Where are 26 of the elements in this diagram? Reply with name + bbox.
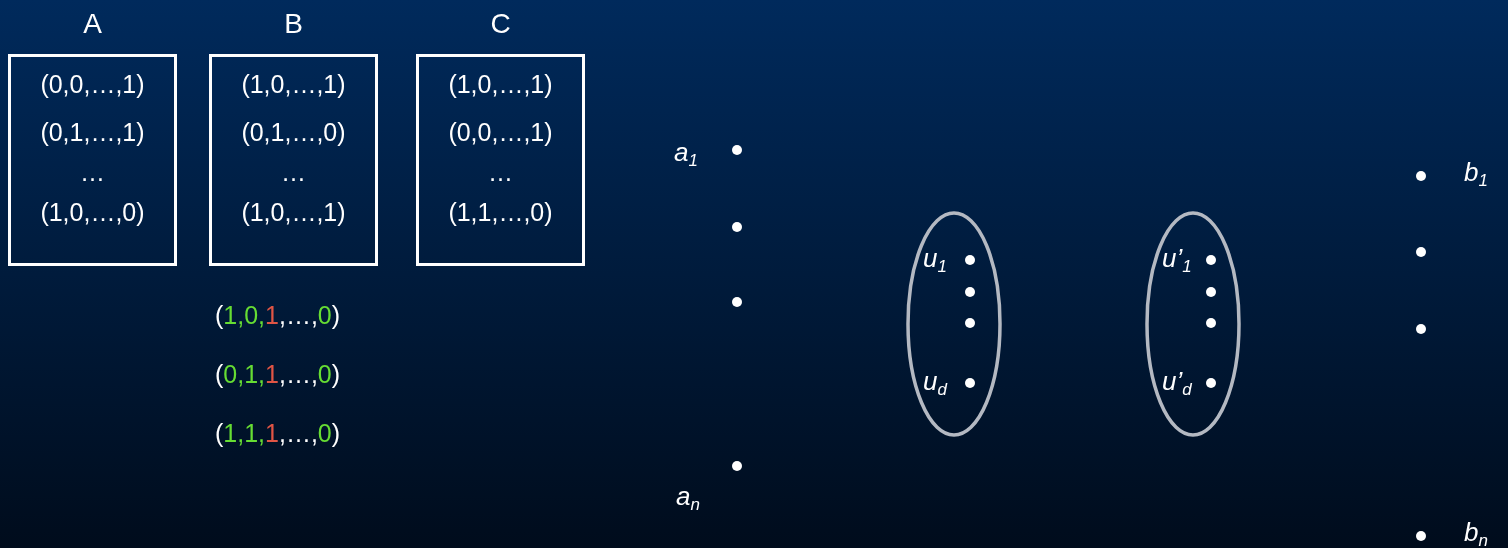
point-label: b$_{1}$ bbox=[1464, 157, 1488, 192]
point-label: a$_{1}$ bbox=[674, 137, 698, 172]
vector-text: (1,0,…,0) bbox=[40, 197, 145, 227]
point-label: b$_{n}$ bbox=[1464, 517, 1488, 548]
ellipsis-text: … bbox=[488, 165, 513, 179]
set-heading: A bbox=[83, 8, 102, 40]
vector-text: (0,1,1,…,0) bbox=[215, 359, 341, 389]
set-heading: B bbox=[284, 8, 303, 40]
vector-text: (0,0,…,1) bbox=[448, 117, 553, 147]
vector-text: (0,1,…,1) bbox=[40, 117, 145, 147]
point-label: u’$_{d}$ bbox=[1162, 366, 1192, 401]
point-label: u$_{1}$ bbox=[923, 243, 947, 278]
set-heading: C bbox=[490, 8, 511, 40]
vector-text: (0,1,…,0) bbox=[241, 117, 346, 147]
ellipsis-text: … bbox=[281, 165, 306, 179]
vector-text: (1,0,…,1) bbox=[448, 69, 553, 99]
point-label: a$_{n}$ bbox=[676, 481, 700, 516]
vector-text: (0,0,…,1) bbox=[40, 69, 145, 99]
point-label: u$_{d}$ bbox=[923, 366, 947, 401]
vector-text: (1,0,…,1) bbox=[241, 69, 346, 99]
vector-text: (1,1,…,0) bbox=[448, 197, 553, 227]
point-label: u’$_{1}$ bbox=[1162, 243, 1192, 278]
ellipsis-text: … bbox=[80, 165, 105, 179]
vector-text: (1,0,…,1) bbox=[241, 197, 346, 227]
vector-text: (1,0,1,…,0) bbox=[215, 300, 341, 330]
vector-text: (1,1,1,…,0) bbox=[215, 418, 341, 448]
